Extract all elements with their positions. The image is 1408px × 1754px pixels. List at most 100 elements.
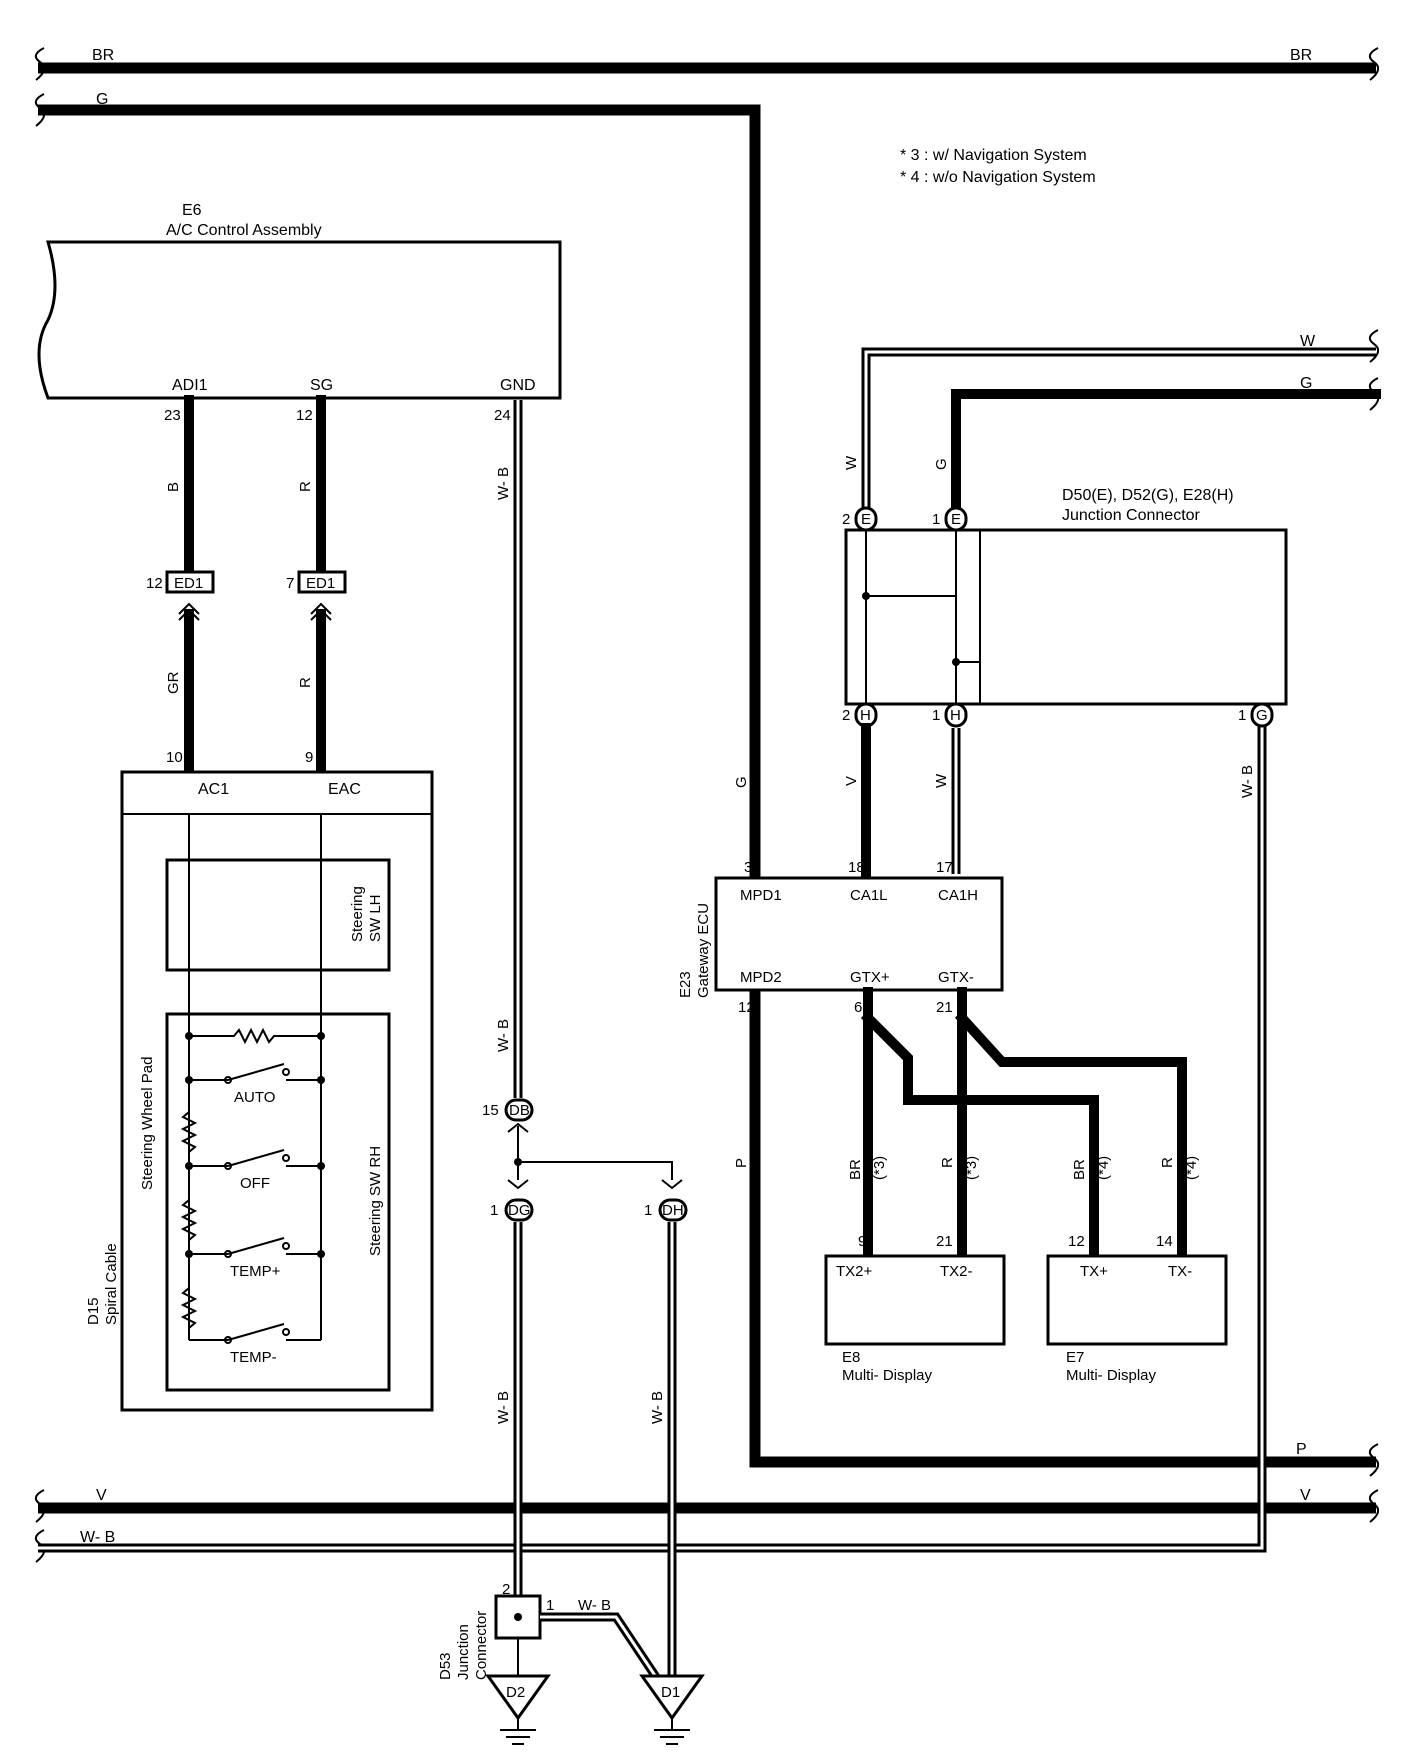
- wire-p-mid: P: [733, 1158, 750, 1168]
- connector-e-1-pin: 1: [932, 511, 940, 528]
- gateway-pin-21: 21: [936, 999, 953, 1016]
- spiral-pin-10: 10: [166, 749, 183, 766]
- terminal-mpd1: MPD1: [740, 887, 782, 904]
- wire-r2: R: [297, 677, 314, 688]
- d53-pin-2: 2: [502, 1581, 510, 1598]
- d53-name-line2: Connector: [473, 1611, 490, 1680]
- bus-w-label: W: [1300, 333, 1316, 350]
- junction-title: D50(E), D52(G), E28(H): [1062, 487, 1234, 504]
- gateway-pin-18: 18: [848, 859, 865, 876]
- ed1-label-right: ED1: [306, 575, 335, 592]
- gateway-ecu: E23 Gateway ECU MPD1 CA1L CA1H MPD2 GTX+…: [677, 859, 1004, 1016]
- note-no-nav: * 4 : w/o Navigation System: [900, 169, 1096, 186]
- bus-g: G P: [34, 91, 1380, 1477]
- wire-gr: GR: [165, 671, 182, 694]
- e8-pin-9: 9: [858, 1233, 866, 1250]
- bus-v-label-right: V: [1300, 1487, 1311, 1504]
- wire-wb-right: W- B: [1239, 765, 1256, 798]
- connector-h-1: [944, 702, 968, 728]
- pin-12: 12: [296, 407, 313, 424]
- wire-br-4: BR: [1071, 1159, 1088, 1180]
- ed1-connector-left: [165, 570, 215, 594]
- steering-wheel-pad: Steering Wheel Pad: [139, 1057, 156, 1190]
- bus-v: V V: [34, 1487, 1380, 1523]
- pin-24: 24: [494, 407, 511, 424]
- d53-code: D53: [437, 1652, 454, 1680]
- wire-wb-junction: W- B: [578, 1597, 611, 1614]
- wire-r-3: R: [939, 1157, 956, 1168]
- e8-terminal-tx2-minus: TX2-: [940, 1263, 973, 1280]
- terminal-ca1l: CA1L: [850, 887, 888, 904]
- spiral-cable: AC1 EAC D15 Spiral Cable Steering SW LH …: [85, 770, 434, 1412]
- ac-control-name: A/C Control Assembly: [166, 222, 322, 239]
- gateway-output-wires: BR (*3) R (*3) BR (*4) R (*4): [847, 987, 1200, 1255]
- db-pin: 15: [482, 1102, 499, 1119]
- bus-br-label-left: BR: [92, 47, 114, 64]
- multi-display-e7: 12 14 TX+ TX- E7 Multi- Display: [1046, 1233, 1228, 1384]
- connector-h-2-label: H: [860, 707, 871, 724]
- spiral-cable-code: D15: [85, 1297, 102, 1325]
- d53-name-line1: Junction: [455, 1624, 472, 1680]
- terminal-ac1: AC1: [198, 781, 229, 798]
- gnd-wire: W- B W- B DB 15 DG 1 DH 1 W- B W- B: [482, 400, 688, 1676]
- e8-name: Multi- Display: [842, 1367, 933, 1384]
- junction-name: Junction Connector: [1062, 507, 1201, 524]
- ground-d1-label: D1: [661, 1684, 680, 1701]
- terminal-gnd: GND: [500, 377, 536, 394]
- switch-off: OFF: [240, 1175, 270, 1192]
- gateway-pin-12: 12: [738, 999, 755, 1016]
- dh-label: DH: [662, 1202, 684, 1219]
- right-input-wires: W G W G: [843, 329, 1381, 515]
- connector-h-1-pin: 1: [932, 707, 940, 724]
- wire-star-4a: (*4): [1095, 1156, 1112, 1180]
- connector-e-2-label: E: [861, 511, 871, 528]
- steering-sw-rh: Steering SW RH: [367, 1146, 384, 1256]
- d53-junction-connector: 2 1 W- B D53 Junction Connector: [437, 1581, 662, 1683]
- terminal-adi1: ADI1: [172, 377, 208, 394]
- wire-wb1: W- B: [495, 467, 512, 500]
- note-nav: * 3 : w/ Navigation System: [900, 147, 1087, 164]
- ed1-pin-7: 7: [286, 575, 294, 592]
- e8-pin-21: 21: [936, 1233, 953, 1250]
- connector-e-1-label: E: [951, 511, 961, 528]
- spiral-cable-name: Spiral Cable: [103, 1243, 120, 1325]
- connector-g-1: [1250, 702, 1274, 728]
- gateway-pin-17: 17: [936, 859, 953, 876]
- switch-temp-plus: TEMP+: [230, 1263, 281, 1280]
- wire-wb4: W- B: [649, 1391, 666, 1424]
- connector-g-1-label: G: [1256, 707, 1268, 724]
- ground-d2: D2: [485, 1674, 551, 1745]
- connector-h-1-label: H: [950, 707, 961, 724]
- wire-wb3: W- B: [495, 1391, 512, 1424]
- gateway-pin-3: 3: [744, 859, 752, 876]
- terminal-eac: EAC: [328, 781, 361, 798]
- dh-pin: 1: [644, 1202, 652, 1219]
- e7-name: Multi- Display: [1066, 1367, 1157, 1384]
- e7-code: E7: [1066, 1349, 1084, 1366]
- ground-d2-label: D2: [506, 1684, 525, 1701]
- bus-br-label-right: BR: [1290, 47, 1312, 64]
- gateway-code: E23: [677, 971, 694, 998]
- wire-g-top: G: [933, 458, 950, 470]
- bus-g-right-label: G: [1300, 375, 1312, 392]
- connector-e-2-pin: 2: [842, 511, 850, 528]
- switch-auto: AUTO: [234, 1089, 275, 1106]
- wire-r-4: R: [1159, 1157, 1176, 1168]
- bus-g-label: G: [96, 91, 108, 108]
- bus-wb-label: W- B: [80, 1529, 115, 1546]
- wire-star-4b: (*4): [1183, 1156, 1200, 1180]
- switch-temp-minus: TEMP-: [230, 1349, 277, 1366]
- db-label: DB: [509, 1102, 530, 1119]
- wire-star-3a: (*3): [871, 1156, 888, 1180]
- wire-b: B: [165, 482, 182, 492]
- spiral-pin-9: 9: [305, 749, 313, 766]
- gateway-name: Gateway ECU: [695, 903, 712, 998]
- e8-terminal-tx2-plus: TX2+: [836, 1263, 873, 1280]
- steering-sw-lh-line1: Steering: [349, 886, 366, 942]
- ac-control-code: E6: [182, 202, 202, 219]
- e7-terminal-tx-minus: TX-: [1168, 1263, 1192, 1280]
- dg-pin: 1: [490, 1202, 498, 1219]
- steering-sw-lh-line2: SW LH: [367, 894, 384, 942]
- wires-ed1: B R ED1 ED1 12 7 GR R 10 9: [146, 395, 347, 775]
